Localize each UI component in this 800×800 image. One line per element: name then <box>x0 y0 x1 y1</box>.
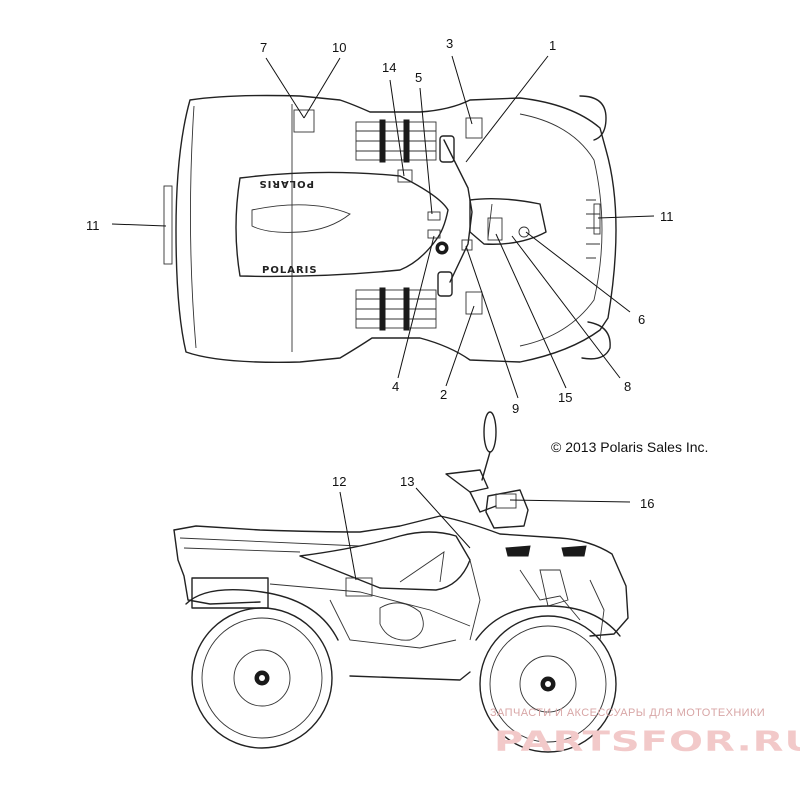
callout-4: 4 <box>392 379 399 394</box>
callout-3: 3 <box>446 36 453 51</box>
callout-11-rear: 11 <box>86 218 100 233</box>
callout-2: 2 <box>440 387 447 402</box>
watermark-tagline: ЗАПЧАСТИ И АКСЕССУАРЫ ДЛЯ МОТОТЕХНИКИ <box>490 707 765 719</box>
callout-11-front: 11 <box>660 209 674 224</box>
footwell-upper <box>355 119 437 163</box>
decal-11-front-box <box>593 203 601 235</box>
callout-14: 14 <box>382 60 396 75</box>
decal-3-box <box>465 117 483 139</box>
callout-8: 8 <box>624 379 631 394</box>
side-callouts: 12 13 16 <box>332 474 654 511</box>
decal-14-box <box>397 169 413 183</box>
decal-11-rear-box <box>163 185 173 265</box>
callout-15: 15 <box>558 390 572 405</box>
callout-1: 1 <box>549 38 556 53</box>
top-callouts: 7 10 14 5 3 1 11 11 6 8 15 9 2 4 <box>86 36 674 416</box>
callout-5: 5 <box>415 70 422 85</box>
footwell-lower <box>355 287 437 331</box>
callout-12: 12 <box>332 474 346 489</box>
top-view-atv: POLARIS POLARIS <box>163 94 617 363</box>
front-wheel <box>479 615 617 753</box>
callout-16: 16 <box>640 496 654 511</box>
copyright-notice: © 2013 Polaris Sales Inc. <box>551 439 708 455</box>
watermark-site: PARTSFOR.RU <box>494 725 800 757</box>
rear-wheel <box>191 607 333 749</box>
callout-9: 9 <box>512 401 519 416</box>
callout-10: 10 <box>332 40 346 55</box>
side-leaders <box>339 487 631 581</box>
decal-2-box <box>465 291 483 315</box>
top-polaris-decal-lower: POLARIS <box>262 265 318 276</box>
decal-12-box <box>345 577 373 597</box>
top-leaders <box>111 55 655 399</box>
callout-7: 7 <box>260 40 267 55</box>
decal-16-box <box>495 493 517 509</box>
top-polaris-decal-upper: POLARIS <box>258 178 314 189</box>
watermark: ЗАПЧАСТИ И АКСЕССУАРЫ ДЛЯ МОТОТЕХНИКИ PA… <box>490 707 800 758</box>
decal-5-box <box>427 211 441 221</box>
decal-10-box <box>293 109 315 133</box>
callout-6: 6 <box>638 312 645 327</box>
callout-13: 13 <box>400 474 414 489</box>
decal-15-box <box>487 217 503 241</box>
side-view-atv <box>173 411 629 753</box>
